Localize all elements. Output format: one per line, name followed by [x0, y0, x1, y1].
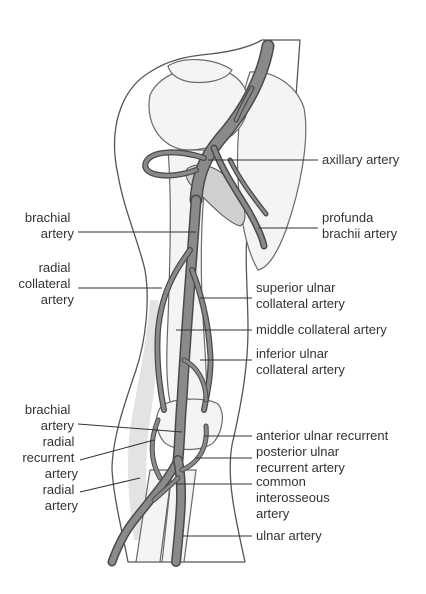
label-brachial-artery-lower: brachial artery [25, 402, 75, 433]
leader-radial-recurrent [79, 439, 155, 461]
leader-lines [77, 159, 318, 537]
radial-artery-vessel [109, 457, 181, 565]
label-brachial-artery-upper: brachial artery [25, 210, 75, 241]
label-common-interosseous-artery: common interosseous artery [256, 474, 333, 521]
artery-network [107, 39, 275, 567]
profunda-brachii-vessel [212, 146, 266, 248]
leader-brachial-lower [77, 423, 183, 433]
radial-collateral-vessel [155, 248, 192, 412]
brachial-artery-vessel [174, 196, 200, 464]
label-posterior-ulnar-recurrent-artery: posterior ulnar recurrent artery [256, 444, 345, 475]
ulnar-recurrent-vessel [180, 424, 208, 472]
label-inferior-ulnar-collateral-artery: inferior ulnar collateral artery [256, 346, 345, 377]
radial-recurrent-vessel [150, 418, 162, 480]
label-axillary-artery: axillary artery [322, 152, 400, 167]
circumflex-humeral [143, 150, 206, 178]
leader-radial-artery [79, 477, 141, 493]
superior-ulnar-collateral-vessel [190, 268, 213, 412]
inferior-ulnar-collateral-vessel [182, 358, 208, 402]
acromion [167, 59, 233, 84]
label-radial-artery: radial artery [43, 482, 79, 513]
labels-left: brachial artery radial collateral artery… [18, 210, 78, 513]
label-anterior-ulnar-recurrent: anterior ulnar recurrent [256, 428, 389, 443]
label-middle-collateral-artery: middle collateral artery [256, 322, 387, 337]
interosseous-vessel [152, 476, 180, 502]
label-radial-recurrent-artery: radial recurrent artery [22, 434, 78, 481]
arm-shading [127, 300, 159, 540]
profunda-branch [228, 158, 268, 216]
thoracoacromial [234, 86, 254, 122]
axillary-artery-vessel [191, 41, 273, 205]
label-superior-ulnar-collateral-artery: superior ulnar collateral artery [256, 280, 345, 311]
label-ulnar-artery: ulnar artery [256, 528, 322, 543]
label-profunda-brachii-artery: profunda brachii artery [322, 210, 398, 241]
labels-right: axillary artery profunda brachii artery … [256, 152, 400, 543]
label-radial-collateral-artery: radial collateral artery [18, 260, 74, 307]
